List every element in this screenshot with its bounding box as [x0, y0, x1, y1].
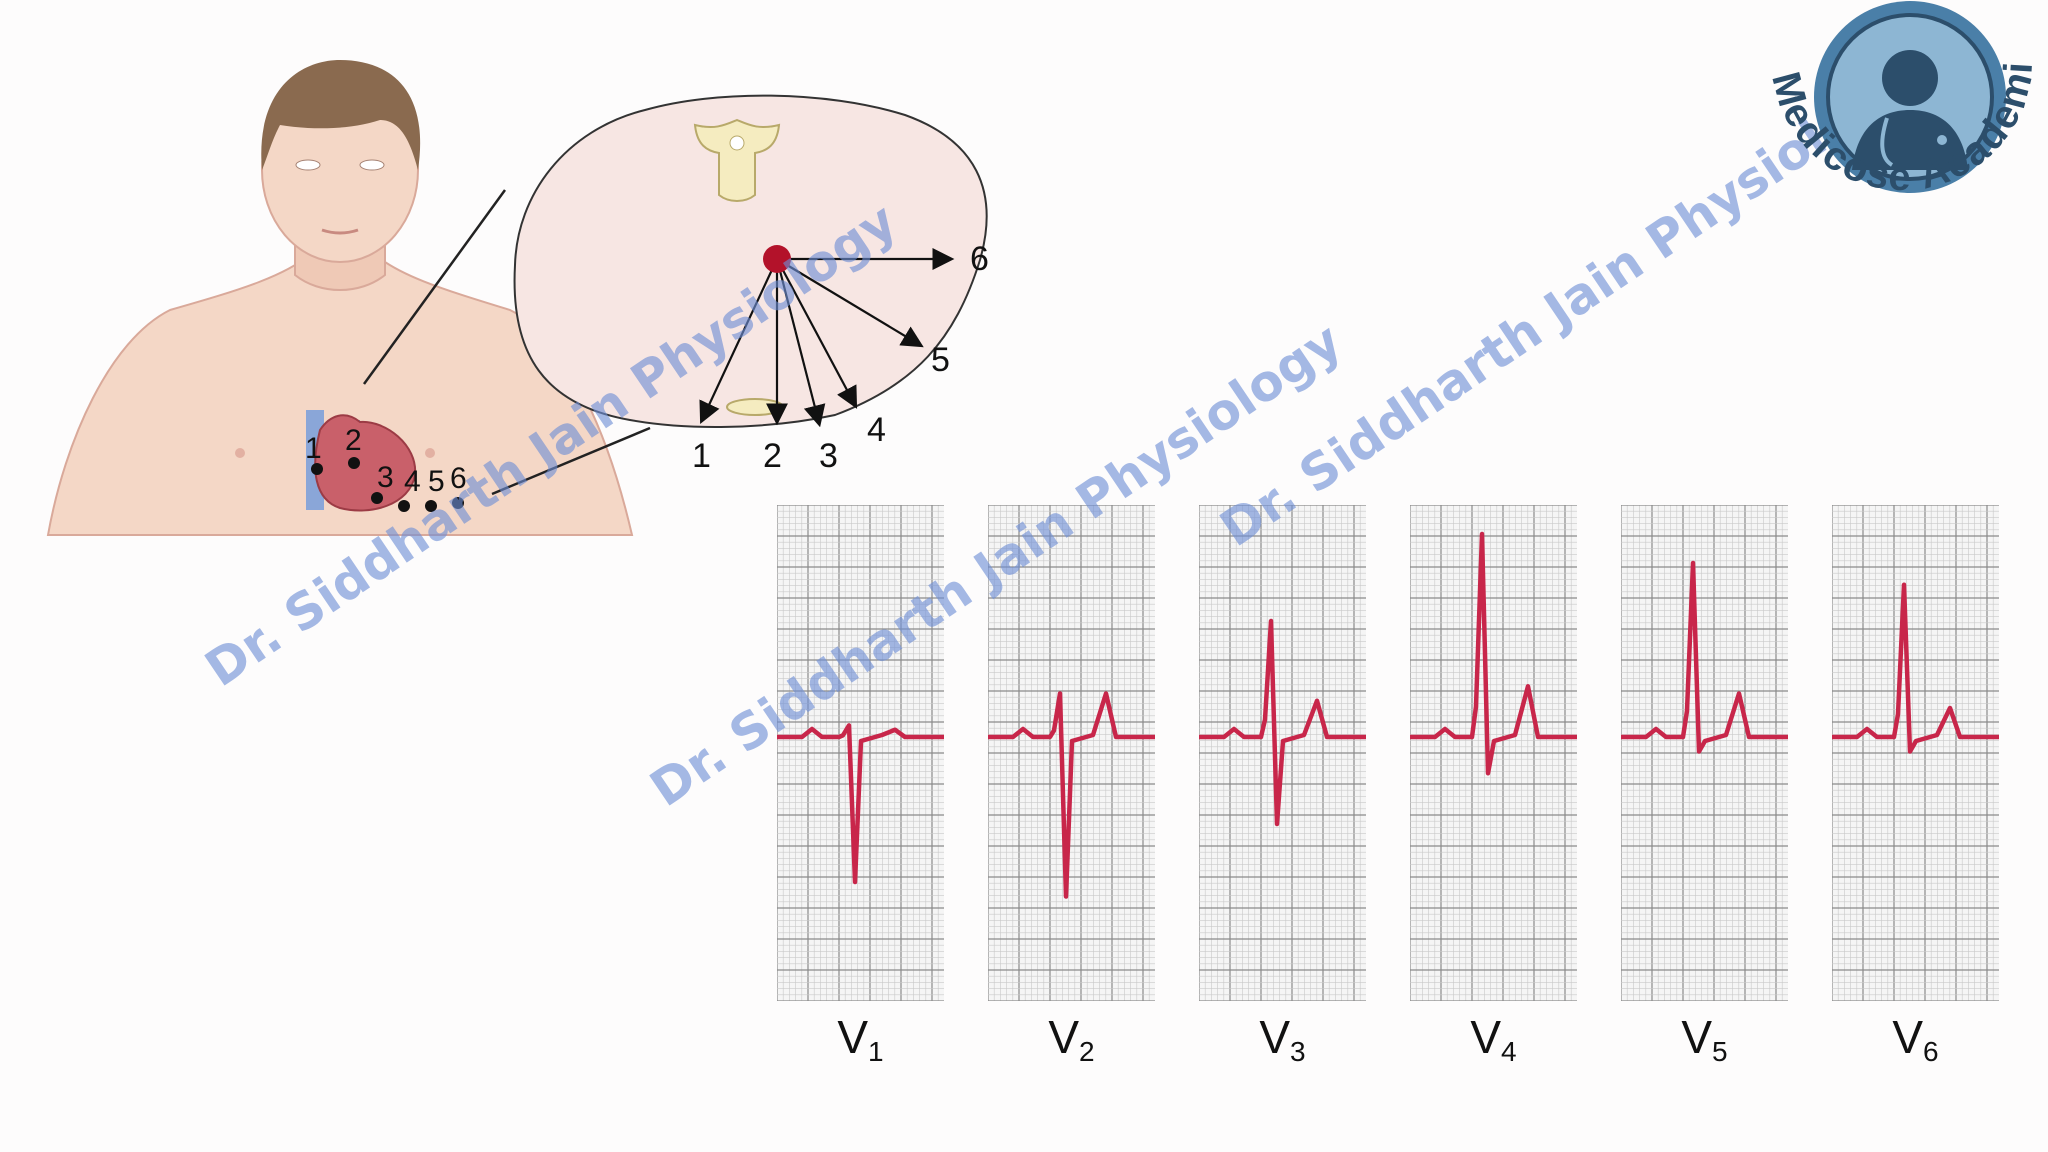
- heart-icon: [314, 414, 417, 512]
- cross-section-label-1: 1: [692, 437, 711, 475]
- ecg-trace-v4: [1410, 531, 1577, 776]
- face-eye-right: [359, 159, 385, 171]
- torso-hair: [261, 60, 421, 170]
- torso-electrode-label-2: 2: [345, 424, 362, 457]
- vertebra-icon: [693, 118, 781, 202]
- lead-label-v5: V5: [1681, 1011, 1728, 1067]
- heart-center-dot: [763, 245, 791, 273]
- torso-illustration: 1 2 3 4 5 6: [46, 60, 634, 536]
- ecg-strip-v3: [1199, 505, 1366, 1001]
- torso-electrodes: [311, 457, 464, 512]
- doctor-avatar-icon: [1852, 50, 1968, 170]
- cross-section-label-4: 4: [867, 411, 886, 449]
- lead-label-v6: V6: [1892, 1011, 1939, 1067]
- cross-section-label-5: 5: [931, 341, 950, 379]
- ecg-strip-v5: [1621, 505, 1788, 1001]
- ecg-strip-v4: [1410, 505, 1577, 1001]
- cross-section-label-2: 2: [763, 437, 782, 475]
- torso-electrode-label-4: 4: [404, 465, 421, 498]
- face-eye-left: [295, 159, 321, 171]
- cross-section-label-3: 3: [819, 437, 838, 475]
- lead-label-v4: V4: [1470, 1011, 1517, 1067]
- face-mouth: [321, 228, 359, 235]
- torso-electrode-label-3: 3: [377, 461, 394, 494]
- ecg-trace-v6: [1832, 582, 1999, 754]
- sternum-icon: [726, 398, 784, 416]
- lead-label-v3: V3: [1259, 1011, 1306, 1067]
- nipple-left: [235, 448, 245, 458]
- medicose-academics-logo: Medicose Academics: [1752, 0, 2039, 199]
- ecg-trace-v2: [988, 691, 1155, 899]
- ecg-trace-v5: [1621, 560, 1788, 754]
- lead-label-v2: V2: [1048, 1011, 1095, 1067]
- nipple-right: [425, 448, 435, 458]
- torso-electrode-label-6: 6: [450, 462, 467, 495]
- ecg-strip-v2: [988, 505, 1155, 1001]
- ecg-trace-v1: [777, 723, 944, 885]
- cross-section-label-6: 6: [970, 240, 989, 278]
- cross-section-outline: [513, 94, 988, 428]
- lead-label-v1: V1: [837, 1011, 884, 1067]
- chest-cross-section: 1 2 3 4 5 6: [513, 94, 989, 475]
- lead-vector-arrows: [699, 248, 955, 428]
- torso-electrode-label-5: 5: [428, 465, 445, 498]
- ecg-trace-v3: [1199, 618, 1366, 827]
- ecg-strip-v1: [777, 505, 944, 1001]
- torso-electrode-label-1: 1: [305, 432, 322, 465]
- ecg-strip-v6: [1832, 505, 1999, 1001]
